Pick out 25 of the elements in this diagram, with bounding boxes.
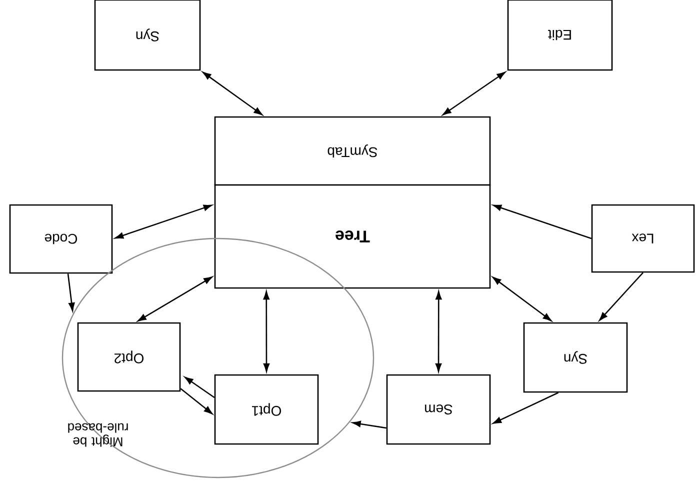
arrow xyxy=(263,291,270,372)
arrow xyxy=(184,376,215,398)
arrow xyxy=(67,274,75,312)
process-box: Code xyxy=(9,204,113,274)
arrow xyxy=(599,272,644,321)
process-box: Syn xyxy=(94,0,201,71)
arrow xyxy=(492,204,592,240)
arrow xyxy=(492,276,552,322)
process-box: Edit xyxy=(507,0,613,71)
process-box: Sem xyxy=(386,374,491,445)
process-box: Opt1 xyxy=(214,374,319,445)
arrow xyxy=(114,204,212,239)
process-box: Syn xyxy=(523,322,628,393)
arrow xyxy=(492,392,559,424)
process-box: Tree xyxy=(214,184,491,289)
process-box: Lex xyxy=(591,204,695,273)
arrow xyxy=(180,388,213,414)
arrow xyxy=(352,420,386,429)
process-box: SymTab xyxy=(214,116,491,186)
arrow xyxy=(435,291,442,372)
arrow xyxy=(138,276,212,322)
arrow xyxy=(202,72,262,116)
arrow xyxy=(442,72,506,116)
note-text: Might be rule-based xyxy=(68,423,128,447)
process-box: Opt2 xyxy=(77,322,181,392)
